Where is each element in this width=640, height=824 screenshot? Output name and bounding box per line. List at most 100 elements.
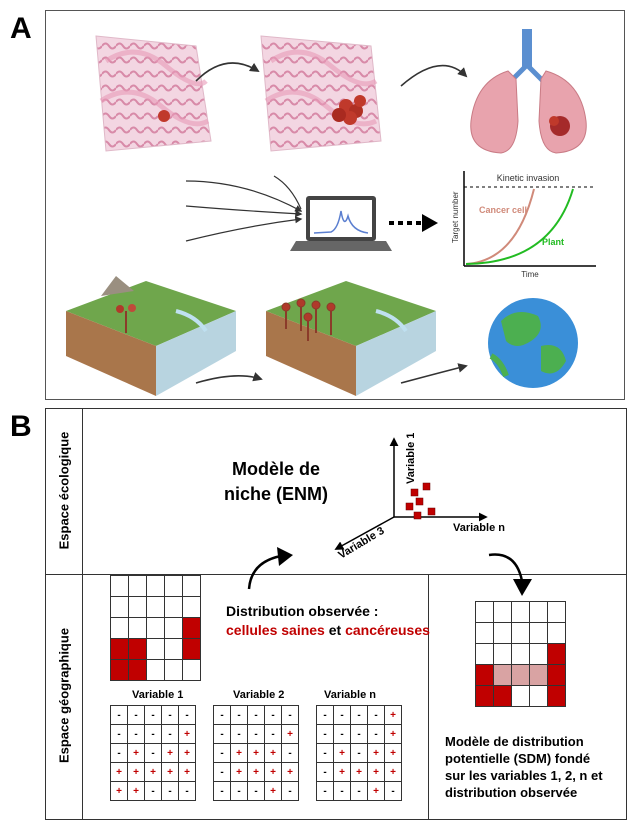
grid-cell bbox=[164, 659, 183, 681]
grid-cell: - bbox=[213, 743, 231, 763]
niche-points bbox=[405, 482, 436, 520]
grid-cell bbox=[128, 575, 147, 597]
grid-cell: - bbox=[350, 705, 368, 725]
variable-n-grid: ----+----+-+-++-++++---+- bbox=[316, 705, 402, 801]
grid-cell: + bbox=[144, 762, 162, 782]
grid-cell: + bbox=[333, 762, 351, 782]
grid-cell: - bbox=[316, 743, 334, 763]
grid-cell bbox=[128, 617, 147, 639]
grid-cell: + bbox=[264, 762, 282, 782]
grid-cell bbox=[110, 638, 129, 660]
grid-cell bbox=[529, 622, 548, 644]
grid-cell: - bbox=[110, 724, 128, 744]
tissue-slide-tumor bbox=[260, 35, 382, 152]
grid-cell bbox=[182, 638, 201, 660]
plant-icon bbox=[116, 304, 136, 333]
grid-cell bbox=[547, 685, 566, 707]
ecological-axes: Variable 1 Variable n Variable 3 bbox=[334, 433, 505, 562]
axis-variable-n: Variable n bbox=[453, 522, 505, 534]
grid-cell: - bbox=[367, 705, 385, 725]
sdm-grid bbox=[475, 601, 566, 707]
grid-cell bbox=[511, 685, 530, 707]
grid-cell: + bbox=[384, 705, 402, 725]
grid-cell: - bbox=[350, 724, 368, 744]
grid-cell bbox=[547, 601, 566, 623]
input-arrow-1 bbox=[185, 180, 303, 212]
grid-cell: - bbox=[110, 705, 128, 725]
grid-cell: - bbox=[333, 724, 351, 744]
grid-cell: + bbox=[333, 743, 351, 763]
grid-cell: + bbox=[127, 743, 145, 763]
grid-cell: + bbox=[264, 743, 282, 763]
grid-cell: + bbox=[247, 762, 265, 782]
grid-cell: - bbox=[316, 724, 334, 744]
grid-cell: - bbox=[161, 724, 179, 744]
grid-cell: - bbox=[213, 724, 231, 744]
variable-2-grid: ---------+-+++--++++---+- bbox=[213, 705, 299, 801]
grid-cell: + bbox=[367, 781, 385, 801]
grid-cell: + bbox=[161, 743, 179, 763]
input-arrow-4 bbox=[273, 175, 302, 210]
grid-cell: - bbox=[230, 781, 248, 801]
grid-cell bbox=[511, 664, 530, 686]
sdm-line-4: distribution observée bbox=[445, 785, 578, 800]
panel-a: Kinetic invasion Target number Time Canc… bbox=[45, 10, 625, 400]
observed-and: et bbox=[328, 622, 342, 638]
grid-cell bbox=[475, 622, 494, 644]
grid-cell bbox=[110, 596, 129, 618]
grid-cell: - bbox=[161, 705, 179, 725]
grid-cell: - bbox=[161, 781, 179, 801]
observed-healthy: cellules saines bbox=[226, 622, 325, 638]
grid-cell: + bbox=[384, 743, 402, 763]
grid-cell: - bbox=[333, 705, 351, 725]
variable-1-grid: ---------+-+-+++++++++--- bbox=[110, 705, 196, 801]
grid-cell bbox=[146, 638, 165, 660]
arrow-to-sdm bbox=[488, 553, 532, 596]
grid-cell bbox=[547, 643, 566, 665]
landscape-invasive-plants bbox=[266, 281, 436, 396]
observed-distribution-text: Distribution observée : cellules saines … bbox=[226, 602, 430, 640]
panel-b: Espace écologique Espace géographique Mo… bbox=[45, 408, 627, 820]
grid-cell: - bbox=[230, 724, 248, 744]
grid-cell: - bbox=[144, 724, 162, 744]
grid-cell: - bbox=[316, 781, 334, 801]
grid-cell bbox=[146, 575, 165, 597]
grid-cell: - bbox=[127, 724, 145, 744]
plant-cluster-icon bbox=[281, 298, 336, 341]
grid-cell: - bbox=[316, 762, 334, 782]
grid-cell bbox=[110, 659, 129, 681]
grid-cell: + bbox=[161, 762, 179, 782]
grid-cell bbox=[547, 664, 566, 686]
grid-cell: + bbox=[384, 724, 402, 744]
grid-cell bbox=[146, 659, 165, 681]
legend-plant: Plant bbox=[542, 237, 564, 247]
tumor-small-icon bbox=[158, 110, 170, 122]
grid-cell: - bbox=[384, 781, 402, 801]
globe-icon bbox=[488, 298, 578, 388]
grid-cell bbox=[146, 596, 165, 618]
grid-cell: - bbox=[213, 762, 231, 782]
grid-cell bbox=[164, 575, 183, 597]
grid-cell bbox=[547, 622, 566, 644]
tissue-slide-healthy bbox=[95, 35, 212, 152]
grid-cell: - bbox=[110, 743, 128, 763]
sdm-line-2: potentielle (SDM) fondé bbox=[445, 751, 591, 766]
grid-cell: + bbox=[350, 762, 368, 782]
grid-cell bbox=[493, 685, 512, 707]
legend-cancer: Cancer cell bbox=[479, 205, 527, 215]
grid-cell: - bbox=[213, 705, 231, 725]
grid-cell bbox=[511, 622, 530, 644]
variable-2-title: Variable 2 bbox=[233, 689, 285, 701]
chart-xlabel: Time bbox=[521, 270, 539, 279]
grid-cell: + bbox=[178, 724, 196, 744]
grid-cell: - bbox=[230, 705, 248, 725]
grid-cell bbox=[182, 596, 201, 618]
grid-cell bbox=[128, 659, 147, 681]
grid-cell: + bbox=[367, 743, 385, 763]
grid-cell: + bbox=[264, 781, 282, 801]
grid-cell bbox=[493, 643, 512, 665]
variable-n-title: Variable n bbox=[324, 689, 376, 701]
grid-cell bbox=[475, 643, 494, 665]
grid-cell bbox=[511, 643, 530, 665]
grid-cell bbox=[529, 685, 548, 707]
